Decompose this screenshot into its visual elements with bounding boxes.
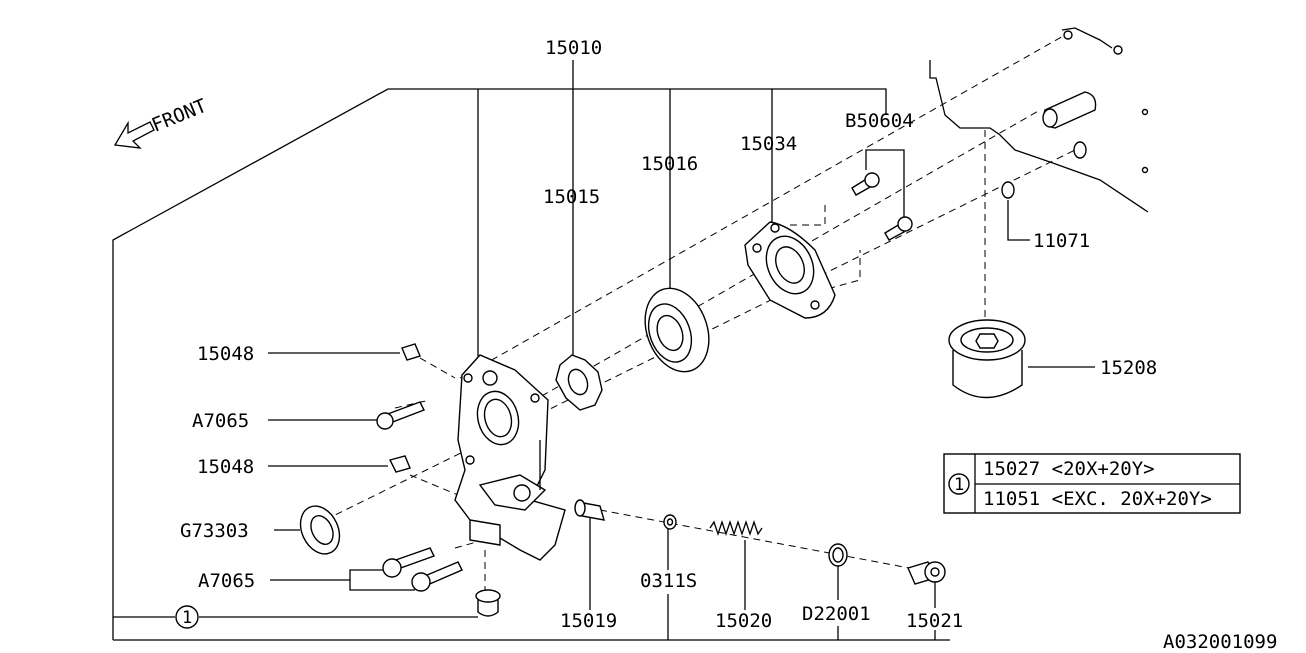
drain-plug <box>475 589 501 617</box>
label-15034: 15034 <box>740 133 797 155</box>
screws <box>851 172 913 241</box>
legend-marker-number: 1 <box>954 475 964 495</box>
spring <box>709 519 763 537</box>
label-15020: 15020 <box>715 610 772 632</box>
label-b50604: B50604 <box>845 110 914 132</box>
label-15019: 15019 <box>560 610 617 632</box>
pump-cover <box>744 221 836 319</box>
label-15021: 15021 <box>906 610 963 632</box>
oil-seal <box>299 505 341 555</box>
gasket <box>828 543 848 567</box>
label-11071: 11071 <box>1033 230 1090 252</box>
label-d22001: D22001 <box>802 603 871 625</box>
pump-body <box>454 354 566 561</box>
label-15010: 15010 <box>545 37 602 59</box>
relief-plug <box>907 561 946 585</box>
relief-valve <box>574 499 605 521</box>
legend-row-2: 11051 <EXC. 20X+20Y> <box>983 488 1212 510</box>
inner-rotor <box>555 354 603 411</box>
label-15048-top: 15048 <box>197 343 254 365</box>
label-g73303: G73303 <box>180 520 249 542</box>
knock-pins <box>388 343 421 473</box>
bolts <box>376 401 463 592</box>
frame-lines <box>112 60 1095 641</box>
legend-row-1: 15027 <20X+20Y> <box>983 458 1155 480</box>
drawing-id: A032001099 <box>1163 631 1277 653</box>
assembly-axes <box>324 34 1076 595</box>
label-15048-bottom: 15048 <box>197 456 254 478</box>
front-label: FRONT <box>149 95 210 137</box>
circle-reference-number: 1 <box>182 608 192 628</box>
label-a7065-bottom: A7065 <box>198 570 255 592</box>
front-arrow-icon <box>113 120 155 149</box>
legend-table: 1 15027 <20X+20Y> 11051 <EXC. 20X+20Y> <box>943 453 1241 514</box>
washer <box>663 514 677 530</box>
label-0311s: 0311S <box>640 570 697 592</box>
label-15208: 15208 <box>1100 357 1157 379</box>
circle-reference-marker: 1 <box>175 605 199 629</box>
engine-block-fragment <box>929 27 1149 213</box>
oil-filter <box>948 319 1026 399</box>
label-15015: 15015 <box>543 186 600 208</box>
label-a7065-top: A7065 <box>192 410 249 432</box>
label-15016: 15016 <box>641 153 698 175</box>
outer-rotor <box>644 287 710 373</box>
